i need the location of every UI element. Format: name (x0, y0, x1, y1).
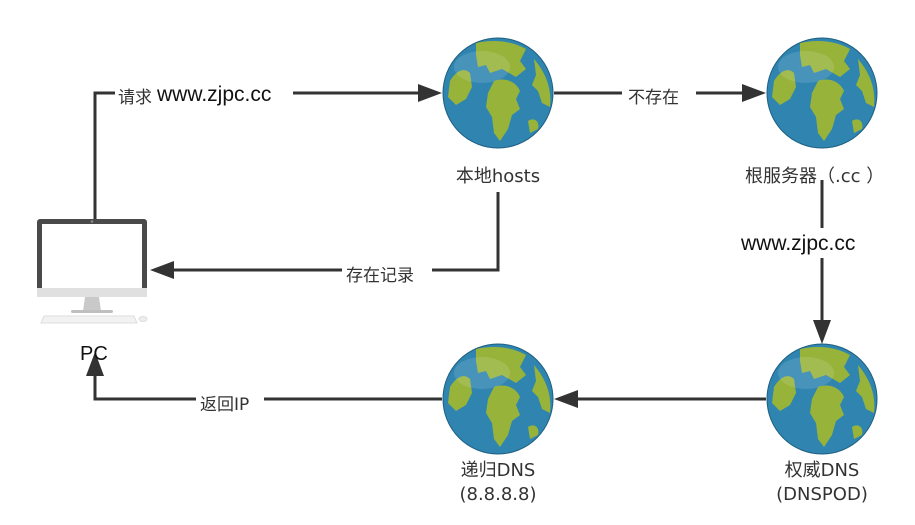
globe-icon (442, 37, 554, 149)
monitor-icon (37, 219, 148, 324)
authoritative-dns-node: 权威DNS (DNSPOD) (766, 343, 878, 505)
edge-request (93, 91, 430, 220)
recursive-dns-label-line1: 递归DNS (461, 460, 536, 481)
arrowhead-return-ip (86, 352, 104, 376)
local-hosts-node: 本地hosts (442, 37, 554, 187)
globe-icon (442, 343, 554, 455)
arrowhead-exist-record (150, 261, 174, 279)
authoritative-dns-label-line1: 权威DNS (785, 460, 860, 481)
edge-labels: 请求 www.zjpc.cc 不存在 存在记录 www.zjpc.cc 返回IP (115, 80, 888, 415)
arrowhead-request (418, 84, 442, 102)
label-request-domain: www.zjpc.cc (156, 83, 271, 106)
recursive-dns-node: 递归DNS (8.8.8.8) (442, 343, 554, 505)
label-request-prefix: 请求 (118, 88, 152, 108)
root-server-label: 根服务器（.cc ） (745, 166, 884, 187)
edges (86, 84, 831, 408)
edge-exist-record (164, 192, 500, 272)
recursive-dns-label-line2: (8.8.8.8) (459, 484, 536, 505)
pc-label: PC (80, 343, 108, 365)
arrowhead-auth-to-recursive (554, 390, 578, 408)
label-return-ip: 返回IP (200, 395, 249, 415)
root-server-node: 根服务器（.cc ） (745, 37, 884, 187)
local-hosts-label: 本地hosts (456, 166, 540, 187)
authoritative-dns-label-line2: (DNSPOD) (776, 484, 868, 505)
pc-node: PC (37, 219, 148, 365)
label-exist-record: 存在记录 (346, 266, 414, 286)
label-not-exist: 不存在 (628, 88, 679, 108)
edge-return-ip (93, 368, 442, 401)
globe-icon (766, 37, 878, 149)
arrowhead-root-to-auth (813, 320, 831, 344)
label-root-to-auth: www.zjpc.cc (740, 232, 855, 255)
arrowhead-not-exist (742, 84, 766, 102)
globe-icon (766, 343, 878, 455)
